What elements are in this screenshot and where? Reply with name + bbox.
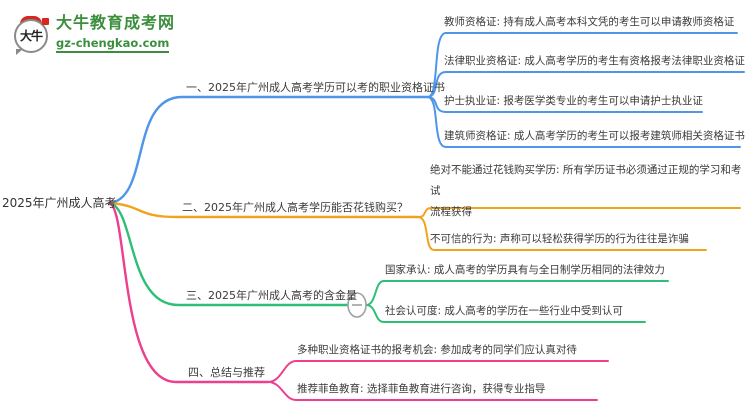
branch4-main-line xyxy=(108,201,270,384)
branch3-collapse-toggle[interactable] xyxy=(347,292,367,318)
brand-url[interactable]: gz-chengkao.com xyxy=(56,36,170,53)
branch1-child1-line xyxy=(427,32,738,98)
branch1-child1-node[interactable]: 教师资格证: 持有成人高考本科文凭的考生可以申请教师资格证 xyxy=(444,16,735,28)
branch4-child1-node[interactable]: 多种职业资格证书的报考机会: 参加成考的同学们应认真对待 xyxy=(297,344,577,356)
branch4-child1-line xyxy=(267,360,609,383)
branch2-child1-node[interactable]: 绝对不能通过花钱购买学历: 所有学历证书必须通过正规的学习和考试 流程获得 xyxy=(430,164,742,218)
root-node[interactable]: 2025年广州成人高考 xyxy=(2,196,117,210)
branch4-title-node[interactable]: 四、总结与推荐 xyxy=(188,366,265,379)
branch3-child1-line xyxy=(365,280,669,306)
brand-text: 大牛教育成考网 gz-chengkao.com xyxy=(56,14,175,53)
brand-logo[interactable]: 大牛 大牛教育成考网 gz-chengkao.com xyxy=(14,14,175,55)
branch4-child2-line xyxy=(267,381,598,401)
branch2-main-line xyxy=(108,201,420,219)
branch1-child4-node[interactable]: 建筑师资格证: 成人高考学历的考生可以报考建筑师相关资格证书 xyxy=(444,130,745,142)
branch1-child4-line xyxy=(427,96,741,148)
branch3-child2-node[interactable]: 社会认可度: 成人高考的学历在一些行业中受到认可 xyxy=(385,305,623,317)
bull-mascot-icon: 大牛 xyxy=(14,15,49,55)
branch3-main-line xyxy=(108,201,349,307)
branch1-child2-node[interactable]: 法律职业资格证: 成人高考学历的考生有资格报考法律职业资格证 xyxy=(444,55,745,67)
bubble-tail xyxy=(16,48,23,55)
branch4-child2-node[interactable]: 推荐菲鱼教育: 选择菲鱼教育进行咨询，获得专业指导 xyxy=(297,383,546,395)
branch1-title-node[interactable]: 一、2025年广州成人高考学历可以考的职业资格证书 xyxy=(186,81,445,94)
branch3-child1-node[interactable]: 国家承认: 成人高考的学历具有与全日制学历相同的法律效力 xyxy=(385,264,665,276)
branch2-title-node[interactable]: 二、2025年广州成人高考学历能否花钱购买？ xyxy=(182,201,408,214)
branch2-child2-node[interactable]: 不可信的行为: 声称可以轻松获得学历的行为往往是诈骗 xyxy=(430,233,689,245)
branch2-child2-line xyxy=(417,216,707,251)
branch1-main-line xyxy=(108,95,430,205)
branch1-child2-line xyxy=(427,71,745,98)
branch3-child2-line xyxy=(365,304,646,323)
branch3-title-node[interactable]: 三、2025年广州成人高考的含金量 xyxy=(186,289,357,302)
branch1-child3-node[interactable]: 护士执业证: 报考医学类专业的考生可以申请护士执业证 xyxy=(444,95,703,107)
brand-name: 大牛教育成考网 xyxy=(56,13,176,32)
red-seal-icon xyxy=(42,17,49,25)
